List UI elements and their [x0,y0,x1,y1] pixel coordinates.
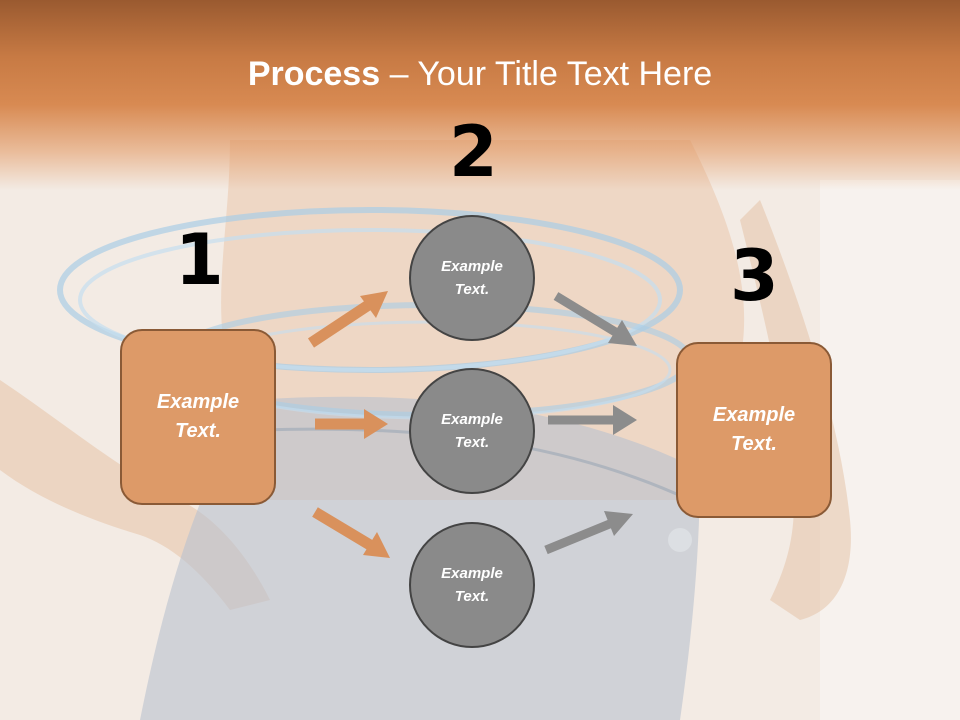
title-rest: Your Title Text Here [417,55,713,93]
circle-1-text: Example Text. [441,258,503,298]
arrow-circle-3-to-right [544,511,633,555]
right-box-text: Example Text. [712,404,796,455]
arrow-left-to-circle-2 [315,409,388,439]
left-box: Example Text. [120,329,276,505]
title-banner [0,0,960,190]
arrow-left-to-circle-1 [307,291,388,348]
circle-2: Example Text. [409,368,535,494]
arrow-circle-2-to-right [548,405,637,435]
arrow-left-to-circle-3 [312,507,390,558]
slide-title: Process – Your Title Text Here [0,52,960,96]
circle-2-text: Example Text. [441,411,503,451]
left-box-text: Example Text. [156,391,240,442]
step-number-3: 3 [730,235,779,317]
step-number-2: 2 [449,111,498,193]
right-box: Example Text. [676,342,832,518]
title-dash: – [389,55,409,93]
circle-3: Example Text. [409,522,535,648]
circle-3-text: Example Text. [441,565,503,605]
arrow-circle-1-to-right [553,292,637,346]
title-bold: Process [247,55,381,93]
step-number-1: 1 [175,219,224,301]
circle-1: Example Text. [409,215,535,341]
